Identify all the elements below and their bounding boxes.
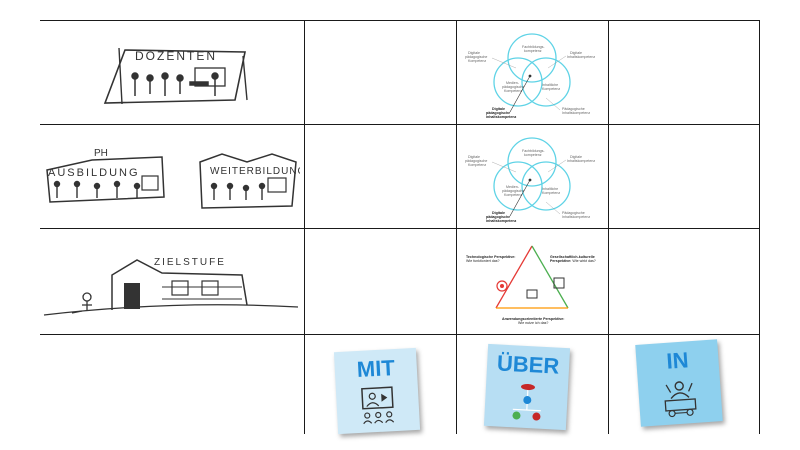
venn1-label-0: Digitale <box>468 51 480 55</box>
svg-text:Digitale: Digitale <box>468 155 480 159</box>
venn1-label-1: Digitale <box>570 51 582 55</box>
svg-text:kompetenz: kompetenz <box>524 153 542 157</box>
venn1-label-2: Fachbildungs- <box>522 45 545 49</box>
svg-text:Kompetenz: Kompetenz <box>504 193 522 197</box>
svg-text:pädagogische: pädagogische <box>502 85 524 89</box>
grid-line-h3 <box>40 334 760 335</box>
person-network-icon <box>664 381 697 418</box>
svg-text:Kompetenz: Kompetenz <box>504 89 522 93</box>
dozenten-label: DOZENTEN <box>135 49 217 63</box>
svg-text:pädagogische: pädagogische <box>486 215 510 219</box>
weiterbildung-sketch: WEITERBILDUNG <box>199 153 300 209</box>
grid-line-v4 <box>759 20 760 434</box>
tile-in-label: IN <box>665 347 690 374</box>
svg-text:pädagogische: pädagogische <box>486 111 510 115</box>
svg-text:Inhaltskompetenz: Inhaltskompetenz <box>486 115 517 119</box>
svg-text:Kompetenz: Kompetenz <box>468 163 486 167</box>
svg-text:kompetenz: kompetenz <box>524 49 542 53</box>
svg-text:Fachbildungs-: Fachbildungs- <box>522 149 545 153</box>
venn1-label-4: Inhaltliche <box>542 83 558 87</box>
svg-text:Inhaltskompetenz: Inhaltskompetenz <box>562 111 590 115</box>
venn1-label-3: Medien- <box>506 81 520 85</box>
zielstufe-label: ZIELSTUFE <box>154 257 226 268</box>
svg-text:Digitale: Digitale <box>492 211 505 215</box>
grid-line-top <box>40 20 760 21</box>
svg-text:Inhaltskompetenz: Inhaltskompetenz <box>567 159 595 163</box>
ph-label: PH <box>94 148 108 159</box>
venn1-label-6: Pädagogische <box>562 107 585 111</box>
gear-icon <box>496 280 508 292</box>
svg-text:Digitale: Digitale <box>570 155 582 159</box>
ausbildung-label: AUSBILDUNG <box>48 167 140 179</box>
svg-text:Wie nutze ich das?: Wie nutze ich das? <box>518 321 548 325</box>
svg-text:Wie funktioniert das?: Wie funktioniert das? <box>466 259 500 263</box>
hand-icon <box>526 289 538 299</box>
tile-ueber[interactable]: ÜBER <box>483 343 571 431</box>
svg-text:Kompetenz: Kompetenz <box>542 87 560 91</box>
triangle-right-label: Gesellschaftlich-kulturelle <box>550 255 595 259</box>
svg-text:Inhaltskompetenz: Inhaltskompetenz <box>562 215 590 219</box>
svg-text:pädagogische: pädagogische <box>465 55 487 59</box>
triangle-diagram: Technologische Perspektive: Wie funktion… <box>466 245 596 325</box>
svg-text:Inhaltskompetenz: Inhaltskompetenz <box>567 55 595 59</box>
zielstufe-sketch: ZIELSTUFE <box>43 257 299 316</box>
ausbildung-sketch: PH AUSBILDUNG <box>46 148 165 203</box>
venn1-label-5: Digitale <box>492 107 505 111</box>
grid-line-h1 <box>40 124 760 125</box>
svg-text:Perspektive: Wie wirkt das?: Perspektive: Wie wirkt das? <box>550 259 596 263</box>
svg-text:pädagogische: pädagogische <box>465 159 487 163</box>
grid-line-v1 <box>304 20 305 434</box>
triangle-bottom-label: Anwendungsorientierte Perspektive: <box>502 317 565 321</box>
tile-in[interactable]: IN <box>635 339 723 427</box>
tile-mit[interactable]: MIT <box>333 347 421 435</box>
svg-text:Kompetenz: Kompetenz <box>542 191 560 195</box>
svg-text:Inhaltskompetenz: Inhaltskompetenz <box>486 219 517 223</box>
svg-text:Kompetenz: Kompetenz <box>468 59 486 63</box>
triangle-left-label: Technologische Perspektive: <box>466 255 515 259</box>
svg-text:Medien-: Medien- <box>506 185 520 189</box>
svg-text:Pädagogische: Pädagogische <box>562 211 585 215</box>
grid-line-h2 <box>40 228 760 229</box>
flowchart-icon <box>512 384 541 421</box>
svg-text:pädagogische: pädagogische <box>502 189 524 193</box>
tile-ueber-label: ÜBER <box>496 350 560 379</box>
grid-line-v2 <box>456 20 457 434</box>
grid-line-v3 <box>608 20 609 434</box>
chip-icon <box>553 277 565 289</box>
video-person-icon <box>361 386 395 425</box>
svg-text:Inhaltliche: Inhaltliche <box>542 187 558 191</box>
tile-mit-label: MIT <box>356 355 396 383</box>
dozenten-sketch: DOZENTEN <box>103 47 248 105</box>
weiterbildung-label: WEITERBILDUNG <box>210 166 300 177</box>
